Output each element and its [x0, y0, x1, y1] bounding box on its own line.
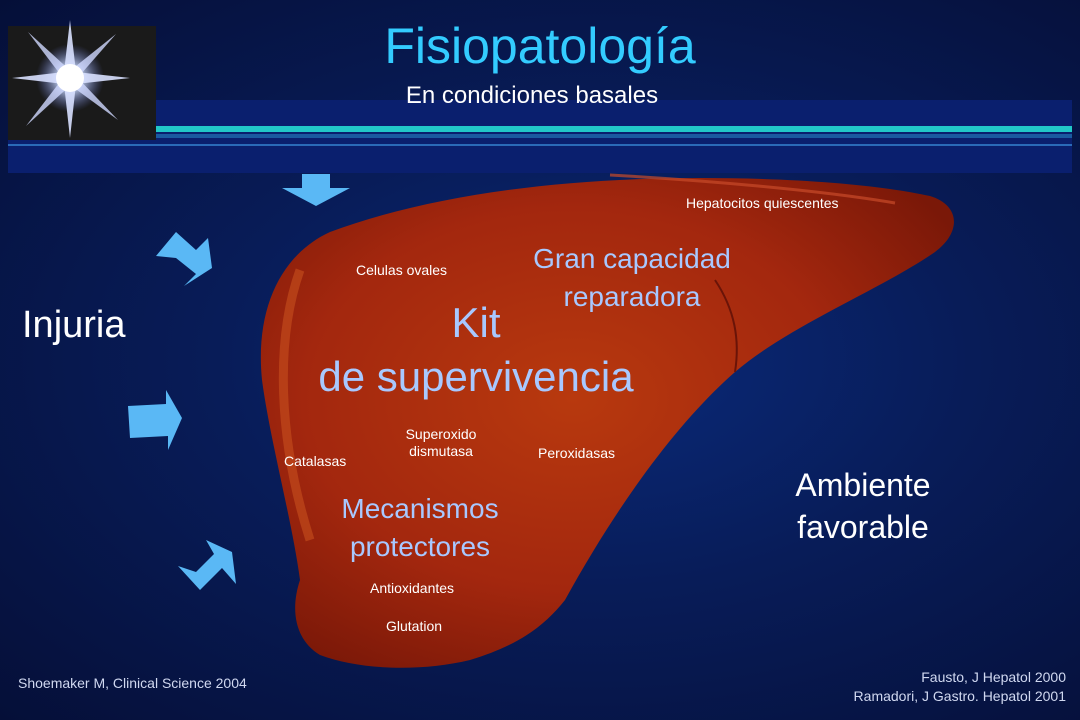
page-subtitle: En condiciones basales: [405, 82, 659, 109]
arrow-lower-left-icon: [178, 540, 236, 590]
citation-right-line1: Fausto, J Hepatol 2000: [921, 669, 1066, 685]
protect-line2: protectores: [349, 531, 491, 562]
repair-line1: Gran capacidad: [533, 243, 731, 274]
item-hepatocitos: Hepatocitos quiescentes: [686, 195, 839, 211]
item-superoxido: Superoxido dismutasa: [386, 426, 496, 460]
kit-line2: de supervivencia: [318, 353, 634, 400]
star-logo-icon: [8, 20, 156, 140]
superoxido-line2: dismutasa: [409, 443, 473, 459]
kit-line1: Kit: [451, 299, 501, 346]
superoxido-line1: Superoxido: [405, 426, 477, 442]
protect-line1: Mecanismos: [341, 493, 499, 524]
kit-label: Kit de supervivencia: [270, 296, 682, 404]
citation-left: Shoemaker M, Clinical Science 2004: [18, 675, 247, 691]
item-glutation: Glutation: [386, 618, 443, 634]
repair-label: Gran capacidad reparadora: [500, 240, 764, 316]
item-catalasas: Catalasas: [284, 453, 347, 469]
injuria-label: Injuria: [22, 304, 126, 346]
item-celulas: Celulas ovales: [356, 262, 448, 278]
ambiente-label: Ambiente favorable: [760, 464, 966, 548]
arrow-middle-left-icon: [128, 390, 182, 450]
header-band: [8, 100, 1072, 173]
page-title: Fisiopatología: [384, 18, 696, 74]
arrow-upper-left-icon: [156, 232, 212, 286]
liver-shape: [260, 178, 954, 668]
citation-right-line2: Ramadori, J Gastro. Hepatol 2001: [853, 688, 1066, 704]
repair-line2: reparadora: [563, 281, 701, 312]
item-peroxidasas: Peroxidasas: [538, 445, 616, 461]
ambiente-line2: favorable: [797, 509, 929, 545]
ambiente-line1: Ambiente: [795, 467, 931, 503]
arrow-top-icon: [282, 174, 350, 206]
item-antioxidantes: Antioxidantes: [370, 580, 455, 596]
citation-right: Fausto, J Hepatol 2000 Ramadori, J Gastr…: [854, 668, 1066, 706]
protect-label: Mecanismos protectores: [310, 490, 530, 566]
